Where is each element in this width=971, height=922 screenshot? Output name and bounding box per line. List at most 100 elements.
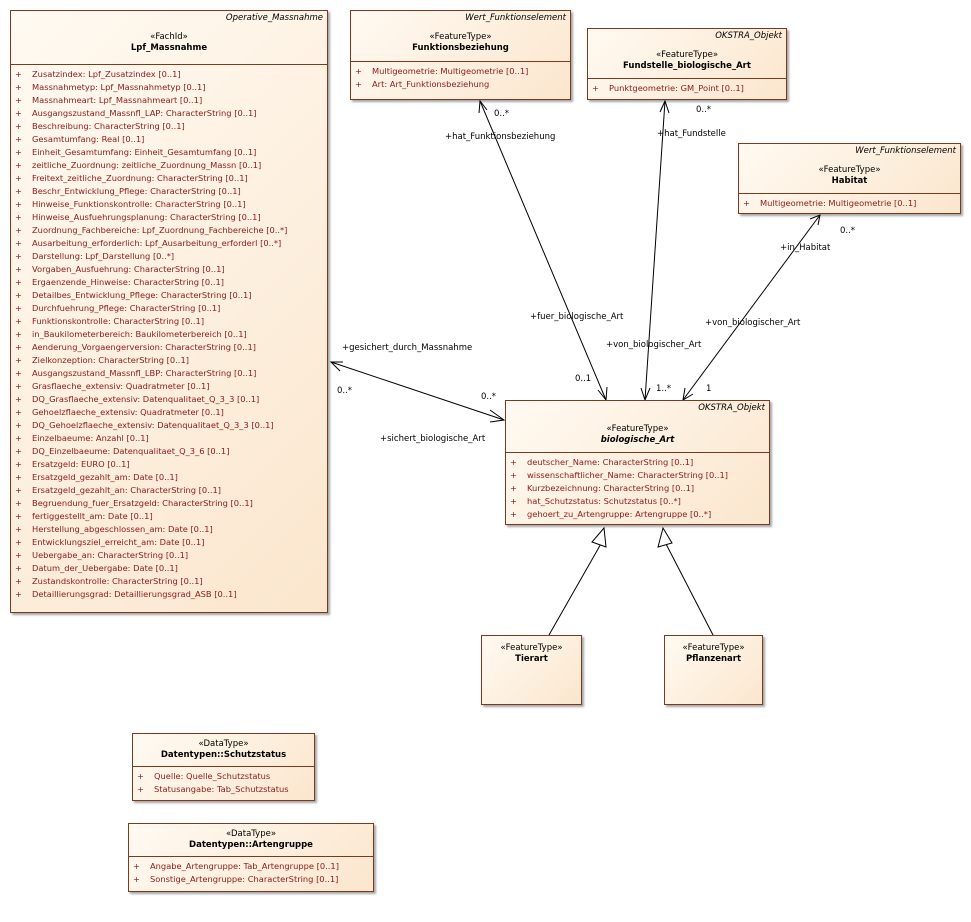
attribute-row[interactable]: +DQ_Gehoelzflaeche_extensiv: Datenqualit… [11,419,327,432]
attribute-text: Sonstige_Artengruppe: CharacterString [0… [150,874,339,884]
attribute-text: in_Baukilometerbereich: Baukilometerbere… [32,329,247,339]
generalization-tierart-line[interactable] [548,541,603,636]
attribute-row[interactable]: +Gehoelzflaeche_extensiv: Quadratmeter [… [11,406,327,419]
attribute-row[interactable]: +Datum_der_Uebergabe: Date [0..1] [11,562,327,575]
public-visibility-marker: + [15,368,22,378]
role-von-biologischer-art-1: +von_biologischer_Art [606,340,702,350]
attribute-row[interactable]: +Quelle: Quelle_Schutzstatus [133,770,314,783]
attribute-row[interactable]: +Funktionskontrolle: CharacterString [0.… [11,315,327,328]
attribute-row[interactable]: +Ersatzgeld_gezahlt_an: CharacterString … [11,484,327,497]
attribute-row[interactable]: +Hinweise_Funktionskontrolle: CharacterS… [11,198,327,211]
class-pflanzenart[interactable]: «FeatureType» Pflanzenart [664,635,763,705]
attribute-row[interactable]: +Ergaenzende_Hinweise: CharacterString [… [11,276,327,289]
attribute-row[interactable]: +Aenderung_Vorgaengerversion: CharacterS… [11,341,327,354]
attribute-text: Uebergabe_an: CharacterString [0..1] [32,550,189,560]
generalization-pflanzenart-line[interactable] [664,541,714,636]
owner-label: Operative_Massnahme [225,13,323,23]
attribute-row[interactable]: +hat_Schutzstatus: Schutzstatus [0..*] [506,495,769,508]
attribute-row[interactable]: +Ausarbeitung_erforderlich: Lpf_Ausarbei… [11,237,327,250]
attribute-row[interactable]: +Kurzbezeichnung: CharacterString [0..1] [506,482,769,495]
class-name: biologische_Art [600,435,675,445]
class-funktionsbeziehung[interactable]: Wert_Funktionselement «FeatureType» Funk… [350,10,571,100]
attribute-row[interactable]: +Zusatzindex: Lpf_Zusatzindex [0..1] [11,68,327,81]
attribute-row[interactable]: +Zuordnung_Fachbereiche: Lpf_Zuordnung_F… [11,224,327,237]
attribute-row[interactable]: +fertiggestellt_am: Date [0..1] [11,510,327,523]
generalization-arrow-pflanzenart [657,526,673,548]
attribute-row[interactable]: +Multigeometrie: Multigeometrie [0..1] [739,197,960,210]
attribute-row[interactable]: +in_Baukilometerbereich: Baukilometerber… [11,328,327,341]
public-visibility-marker: + [15,589,22,599]
public-visibility-marker: + [15,82,22,92]
attribute-row[interactable]: +Art: Art_Funktionsbeziehung [351,78,570,91]
class-schutzstatus[interactable]: «DataType» Datentypen::Schutzstatus +Que… [132,733,315,801]
assoc-fundstelle-line[interactable] [644,100,666,401]
attribute-text: Aenderung_Vorgaengerversion: CharacterSt… [32,342,256,352]
public-visibility-marker: + [15,407,22,417]
attribute-row[interactable]: +Einheit_Gesamtumfang: Einheit_Gesamtumf… [11,146,327,159]
attribute-row[interactable]: +Einzelbaeume: Anzahl [0..1] [11,432,327,445]
attribute-row[interactable]: +Detaillierungsgrad: Detaillierungsgrad_… [11,588,327,601]
attribute-row[interactable]: +Angabe_Artengruppe: Tab_Artengruppe [0.… [129,860,373,873]
attribute-row[interactable]: +Beschreibung: CharacterString [0..1] [11,120,327,133]
public-visibility-marker: + [15,251,22,261]
attribute-text: Zustandskontrolle: CharacterString [0..1… [32,576,203,586]
attribute-row[interactable]: +deutscher_Name: CharacterString [0..1] [506,456,769,469]
attribute-row[interactable]: +Gesamtumfang: Real [0..1] [11,133,327,146]
attribute-row[interactable]: +Statusangabe: Tab_Schutzstatus [133,783,314,796]
public-visibility-marker: + [133,861,140,871]
attribute-row[interactable]: +Punktgeometrie: GM_Point [0..1] [588,82,786,95]
attribute-row[interactable]: +Ersatzgeld_gezahlt_am: Date [0..1] [11,471,327,484]
stereotype-label: «FachId» [150,32,188,42]
attribute-row[interactable]: +Zustandskontrolle: CharacterString [0..… [11,575,327,588]
attribute-row[interactable]: +Zielkonzeption: CharacterString [0..1] [11,354,327,367]
public-visibility-marker: + [15,446,22,456]
attribute-text: Durchfuehrung_Pflege: CharacterString [0… [32,303,221,313]
attribute-row[interactable]: +Herstellung_abgeschlossen_am: Date [0..… [11,523,327,536]
attribute-text: Begruendung_fuer_Ersatzgeld: CharacterSt… [32,498,253,508]
attribute-row[interactable]: +Entwicklungsziel_erreicht_am: Date [0..… [11,536,327,549]
attribute-row[interactable]: +Sonstige_Artengruppe: CharacterString [… [129,873,373,886]
attribute-row[interactable]: +Freitext_zeitliche_Zuordnung: Character… [11,172,327,185]
class-fundstelle-biologische-art[interactable]: OKSTRA_Objekt «FeatureType» Fundstelle_b… [587,28,787,100]
attribute-row[interactable]: +Grasflaeche_extensiv: Quadratmeter [0..… [11,380,327,393]
attribute-row[interactable]: +Ausgangszustand_Massnfl_LBP: CharacterS… [11,367,327,380]
attribute-row[interactable]: +zeitliche_Zuordnung: zeitliche_Zuordnun… [11,159,327,172]
attribute-row[interactable]: + Begruendung_fuer_Ersatzgeld: CharacterS… [11,497,327,510]
attribute-row[interactable]: +Beschr_Entwicklung_Pflege: CharacterStr… [11,185,327,198]
role-fuer-biologische-art: +fuer_biologische_Art [530,312,624,322]
attribute-row[interactable]: +wissenschaftlicher_Name: CharacterStrin… [506,469,769,482]
public-visibility-marker: + [510,509,517,519]
class-biologische-art[interactable]: OKSTRA_Objekt «FeatureType» biologische_… [505,400,770,525]
class-name: Datentypen::Schutzstatus [160,750,287,760]
attribute-row[interactable]: +Massnahmeart: Lpf_Massnahmeart [0..1] [11,94,327,107]
attribute-text: DQ_Einzelbaeume: Datenqualitaet_Q_3_6 [0… [32,446,230,456]
class-artengruppe[interactable]: «DataType» Datentypen::Artengruppe +Anga… [128,823,374,892]
attribute-row[interactable]: +Hinweise_Ausfuehrungsplanung: Character… [11,211,327,224]
public-visibility-marker: + [15,69,22,79]
attribute-row[interactable]: +Multigeometrie: Multigeometrie [0..1] [351,65,570,78]
attribute-row[interactable]: +Massnahmetyp: Lpf_Massnahmetyp [0..1] [11,81,327,94]
attribute-row[interactable]: +Detailbes_Entwicklung_Pflege: Character… [11,289,327,302]
assoc-habitat-line[interactable] [682,214,821,401]
class-name: Lpf_Massnahme [130,43,208,53]
public-visibility-marker: + [15,459,22,469]
arrowhead-bioart-left [489,409,506,423]
attribute-row[interactable]: +DQ_Grasflaeche_extensiv: Datenqualitaet… [11,393,327,406]
attribute-row[interactable]: +Durchfuehrung_Pflege: CharacterString [… [11,302,327,315]
public-visibility-marker: + [15,498,22,508]
attribute-row[interactable]: +Ausgangszustand_Massnfl_LAP: CharacterS… [11,107,327,120]
attribute-row[interactable]: +Ersatzgeld: EURO [0..1] [11,458,327,471]
assoc-gesichert-line[interactable] [330,361,505,421]
attribute-row[interactable]: +gehoert_zu_Artengruppe: Artengruppe [0.… [506,508,769,521]
class-habitat[interactable]: Wert_Funktionselement «FeatureType» Habi… [738,143,961,214]
attribute-text: Multigeometrie: Multigeometrie [0..1] [372,66,529,76]
attribute-row[interactable]: +Darstellung: Lpf_Darstellung [0..*] [11,250,327,263]
attribute-row[interactable]: +Uebergabe_an: CharacterString [0..1] [11,549,327,562]
attribute-row[interactable]: + DQ_Einzelbaeume: Datenqualitaet_Q_3_6 [… [11,445,327,458]
class-tierart[interactable]: «FeatureType» Tierart [481,635,582,705]
attribute-row[interactable]: +Vorgaben_Ausfuehrung: CharacterString [… [11,263,327,276]
public-visibility-marker: + [15,212,22,222]
class-lpf-massnahme[interactable]: Operative_Massnahme «FachId» Lpf_Massnah… [10,10,328,613]
assoc-funktionsbeziehung-line[interactable] [479,100,607,401]
public-visibility-marker: + [15,147,22,157]
